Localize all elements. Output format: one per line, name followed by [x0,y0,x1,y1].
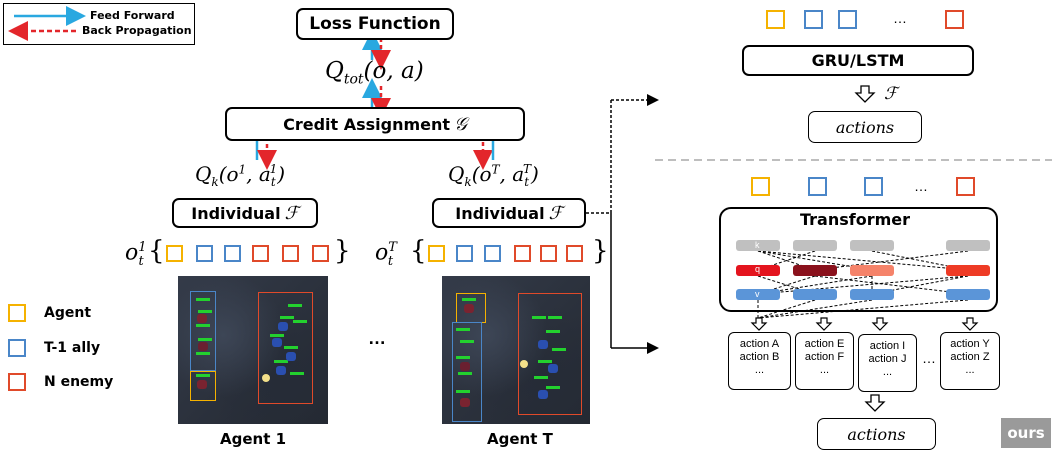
actions-label: actions [835,117,895,137]
hollow-down-arrow [750,317,768,331]
action-groups-ellipsis: … [922,350,936,366]
hollow-down-arrow [864,394,886,412]
query-label: q [755,264,761,274]
tokens-ellipsis: … [914,178,928,194]
loss-function-label: Loss Function [309,14,441,34]
agent-square [166,245,183,262]
legend-enemy-square [8,373,26,391]
enemy-square [956,177,975,196]
ours-badge: ours [1001,418,1051,448]
ally-square [484,245,501,262]
observation-t-brace-left: { [410,236,427,266]
agent-1-game-view [178,276,328,424]
enemy-group-box [258,292,313,404]
ally-square [838,10,857,29]
legend-enemy-label: N enemy [44,374,114,390]
agent-square [766,10,785,29]
ally-group-box [452,322,482,422]
observation-t-brace-right: } [592,236,609,266]
legend-agent-label: Agent [44,305,92,321]
observation-1-brace-right: } [334,236,351,266]
agent-square [751,177,770,196]
value-bar [736,289,780,300]
agent-t-game-view [442,276,590,424]
key-bar [793,240,837,251]
ally-square [196,245,213,262]
individual-symbol: ℱ [284,202,299,224]
individual-symbol: ℱ [548,202,563,224]
legend-feed-forward-label: Feed Forward [90,9,175,22]
tokens-ellipsis: … [893,10,907,26]
query-bar [736,265,780,276]
individual-label: Individual [191,203,281,223]
enemy-square [312,245,329,262]
legend-ally-square [8,339,26,357]
credit-assignment-label: Credit Assignment [283,114,451,134]
agents-ellipsis: … [368,328,386,348]
enemy-square [540,245,557,262]
observation-1-label: o1t [125,240,147,269]
ally-square [864,177,883,196]
f-symbol: ℱ [884,84,898,104]
q-agent-t-label: Qk(oT, atT) [448,162,539,189]
ally-square [224,245,241,262]
observation-1-brace-left: { [148,236,165,266]
key-label: k [755,240,760,250]
legend-agent-square [8,304,26,322]
transformer-box [719,207,998,312]
legend-ally-label: T-1 ally [44,340,101,356]
ally-square [456,245,473,262]
value-bar [793,289,837,300]
key-bar [946,240,990,251]
enemy-square [945,10,964,29]
query-bar [793,265,837,276]
ours-label: ours [1007,424,1045,442]
enemy-square [252,245,269,262]
q-tot-label: Qtot(o, a) [325,58,424,88]
observation-t-label: oTt [375,240,397,269]
individual-label: Individual [455,203,545,223]
value-bar [850,289,894,300]
ally-group-box [190,291,216,371]
gru-lstm-label: GRU/LSTM [811,51,905,70]
agent-1-label: Agent 1 [220,430,287,448]
enemy-square [282,245,299,262]
individual-1-box: Individual ℱ [172,198,318,228]
query-bar [946,265,990,276]
ally-square [804,10,823,29]
agent-t-label: Agent T [487,430,553,448]
enemy-square [514,245,531,262]
gru-lstm-box: GRU/LSTM [742,45,974,76]
actions-box-bottom: actions [817,418,936,450]
value-label: v [755,289,760,299]
hollow-down-arrow [815,317,833,331]
legend-back-propagation-label: Back Propagation [82,24,192,37]
transformer-label: Transformer [800,210,911,229]
key-bar [850,240,894,251]
q-agent-1-label: Qk(o1, at1) [195,162,286,189]
actions-box-top: actions [808,111,922,143]
arrow-legend [3,3,195,45]
value-bar [946,289,990,300]
ally-square [808,177,827,196]
enemy-square [566,245,583,262]
credit-assignment-box: Credit Assignment 𝒢 [225,107,525,141]
hollow-down-arrow [961,317,979,331]
agent-square [428,245,445,262]
hollow-down-arrow [854,85,876,103]
loss-function-box: Loss Function [296,8,454,40]
agent-box [190,371,216,401]
key-bar [736,240,780,251]
actions-label: actions [847,424,906,444]
hollow-down-arrow [871,317,889,331]
enemy-group-box [518,293,582,415]
credit-symbol: 𝒢 [454,113,467,135]
individual-t-box: Individual ℱ [432,198,586,228]
query-bar [850,265,894,276]
